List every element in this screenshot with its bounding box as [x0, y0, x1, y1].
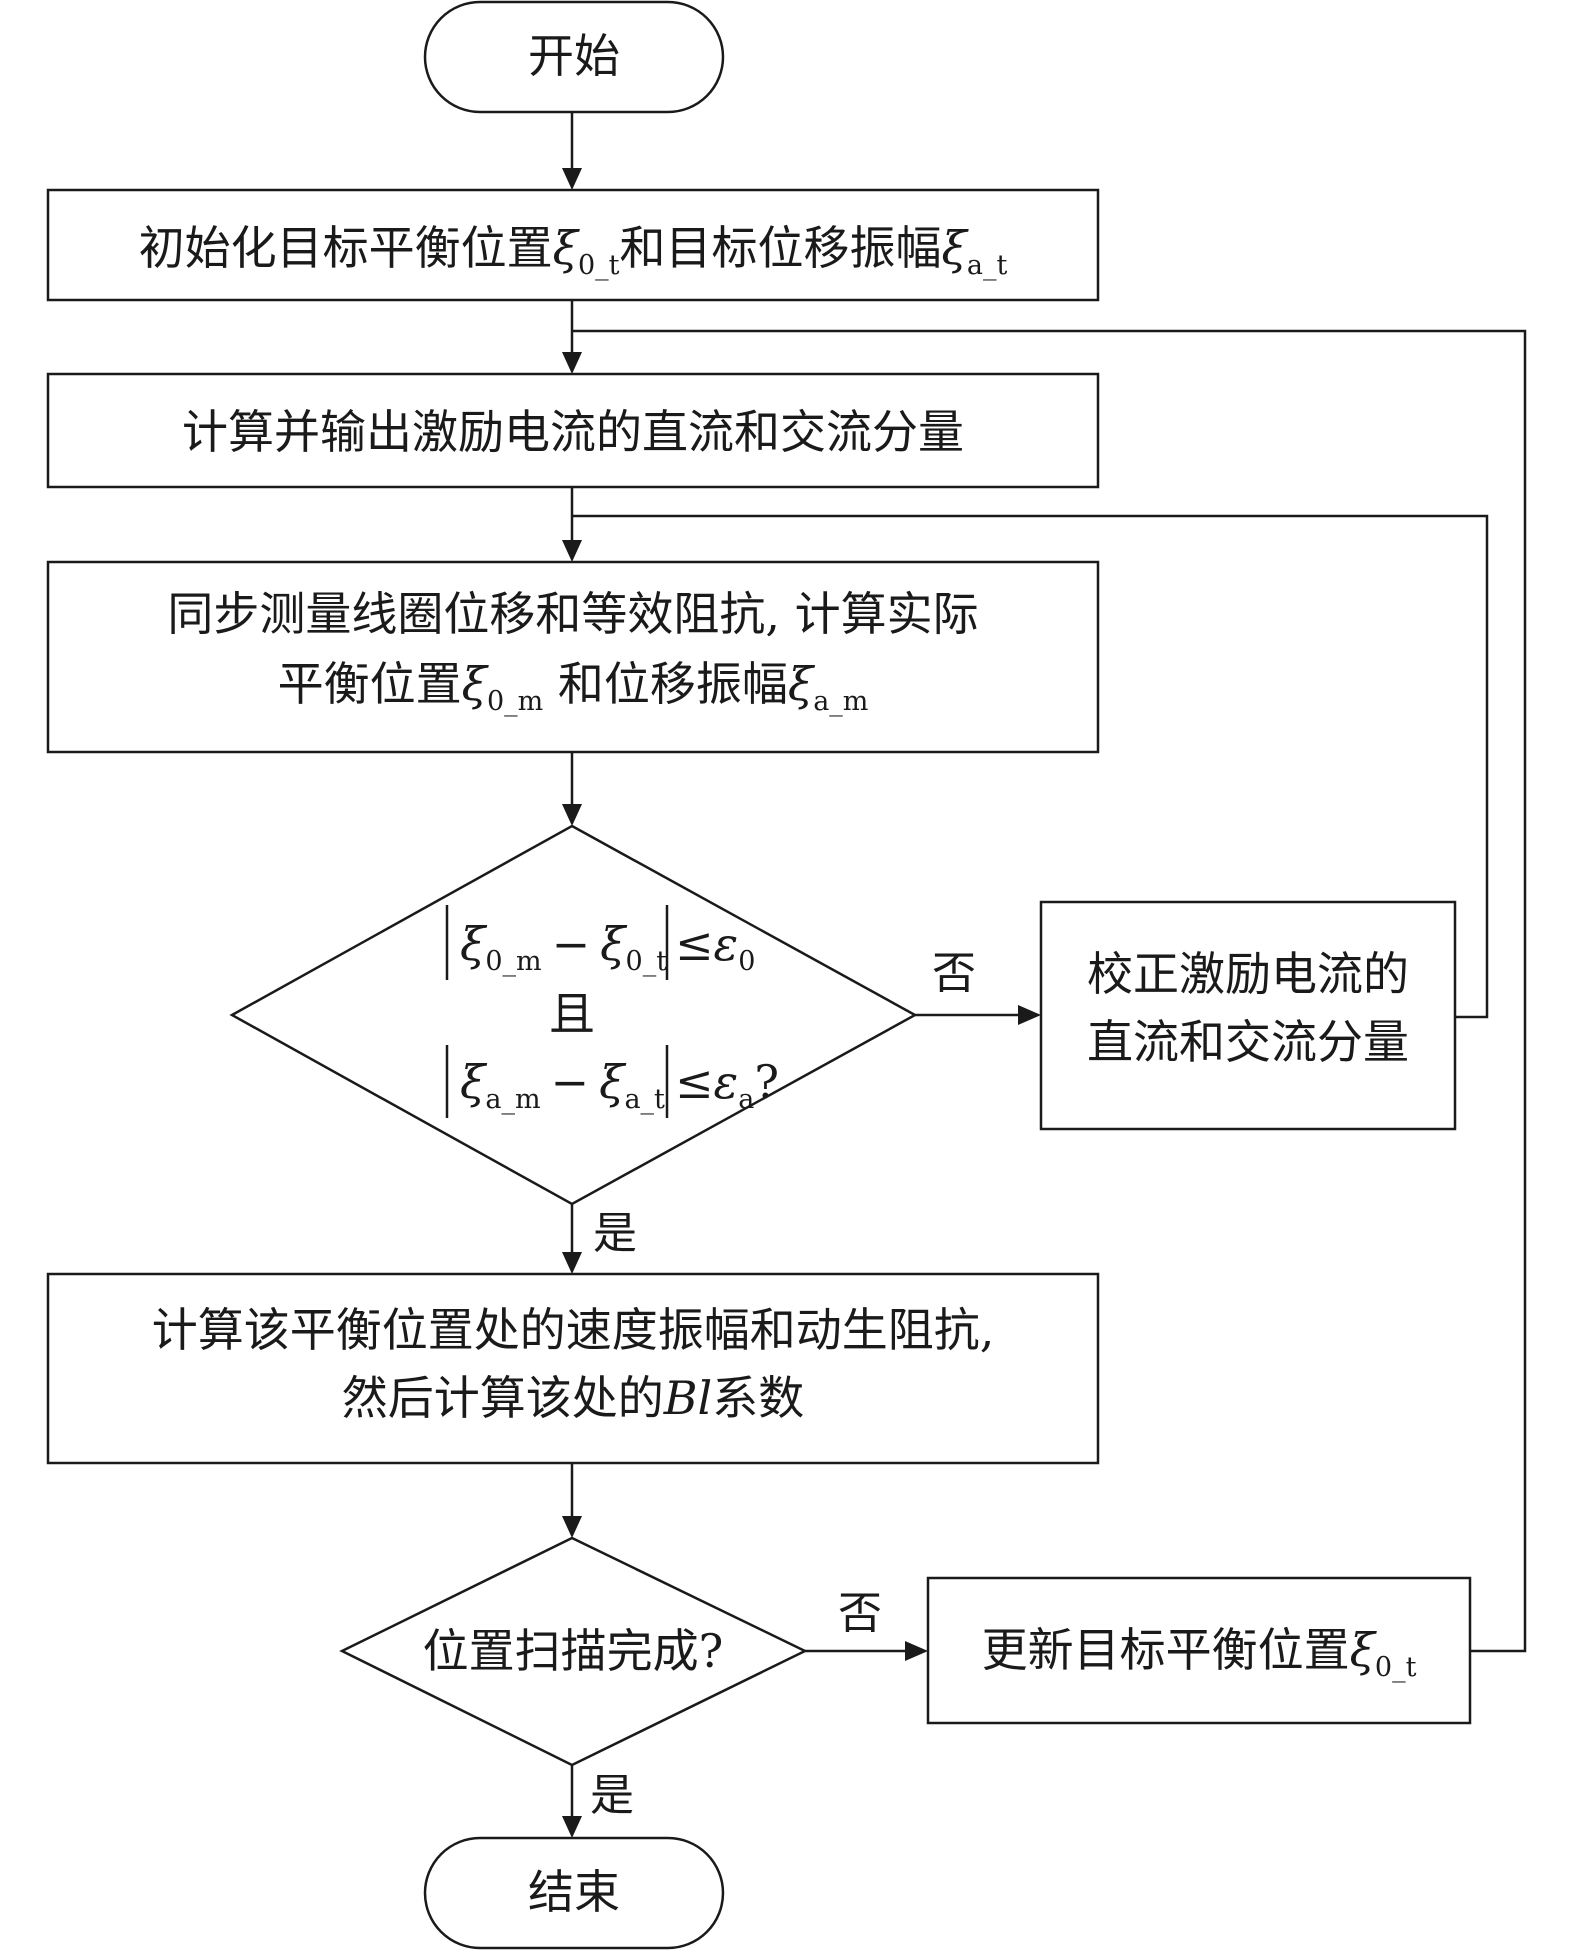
decision1-diamond: ξ0_m−ξ0_t ≤ε0 且 ξa_m−ξa_t ≤εa? [229, 824, 918, 1206]
loop-update-to-compute [572, 329, 1527, 1653]
correct-current-box: 校正激励电流的 直流和交流分量 [1039, 900, 1457, 1131]
subscript: a_m [813, 686, 868, 717]
decision2-no-label: 否 [838, 1588, 882, 1639]
arrowhead [562, 352, 582, 374]
update-text: 更新目标平衡位置ξ0_t [982, 1623, 1417, 1683]
measure-text-b: 和位移振幅 [543, 657, 788, 711]
xi-symbol: ξ [553, 221, 581, 275]
subscript: a_m [485, 1084, 540, 1115]
subscript: 0 [738, 946, 755, 977]
connectors [562, 112, 1527, 1838]
xi-symbol: ξ [462, 657, 490, 711]
init-text-a: 初始化目标平衡位置 [139, 221, 553, 275]
arrowhead [905, 1641, 928, 1661]
arrowhead [562, 804, 582, 826]
end-label: 结束 [528, 1865, 620, 1919]
decision2-text: 位置扫描完成? [423, 1624, 724, 1678]
xi-symbol: ξ [460, 917, 488, 971]
le-sign: ≤ [675, 917, 714, 971]
decision1-row2: ξa_m−ξa_t [460, 1055, 665, 1115]
init-box: 初始化目标平衡位置ξ0_t和目标位移振幅ξa_t [46, 188, 1100, 302]
compute-bl-line1: 计算该平衡位置处的速度振幅和动生阻抗, [152, 1303, 995, 1357]
decision1-row1: ξ0_m−ξ0_t [460, 917, 667, 977]
arrowhead [1018, 1005, 1041, 1025]
question-mark: ? [754, 1055, 779, 1109]
xi-symbol: ξ [599, 1055, 627, 1109]
epsilon-symbol: ε [714, 917, 739, 971]
bl-symbol: Bl [663, 1371, 713, 1425]
compute-bl-text-a: 然后计算该处的 [342, 1371, 664, 1425]
loop-correct-to-measure [572, 514, 1489, 1019]
update-target-box: 更新目标平衡位置ξ0_t [926, 1576, 1472, 1725]
update-text-a: 更新目标平衡位置 [982, 1623, 1350, 1677]
decision1-row2-right: ≤εa? [675, 1055, 779, 1115]
compute-bl-line2: 然后计算该处的Bl系数 [342, 1371, 805, 1425]
compute-current-text: 计算并输出激励电流的直流和交流分量 [182, 405, 964, 459]
end-terminal: 结束 [423, 1836, 725, 1950]
arrowhead [562, 1252, 582, 1274]
arrowhead [562, 1816, 582, 1838]
correct-line1: 校正激励电流的 [1087, 947, 1409, 1001]
subscript: 0_t [1375, 1652, 1417, 1683]
decision1-row1-right: ≤ε0 [675, 917, 755, 977]
start-label: 开始 [528, 29, 620, 83]
xi-symbol: ξ [942, 221, 970, 275]
subscript: a_t [967, 250, 1008, 281]
start-terminal: 开始 [423, 0, 725, 114]
compute-bl-text-b: 系数 [712, 1371, 804, 1425]
decision1-and: 且 [549, 987, 595, 1041]
decision1-no-label: 否 [932, 948, 976, 999]
minus-sign: − [551, 1055, 590, 1109]
decision1-yes-label: 是 [593, 1208, 637, 1259]
decision2-diamond: 位置扫描完成? [339, 1536, 808, 1767]
compute-bl-box: 计算该平衡位置处的速度振幅和动生阻抗, 然后计算该处的Bl系数 [46, 1272, 1100, 1465]
compute-current-box: 计算并输出激励电流的直流和交流分量 [46, 372, 1100, 489]
subscript: a_t [624, 1084, 665, 1115]
le-sign: ≤ [675, 1055, 714, 1109]
xi-symbol: ξ [1350, 1623, 1378, 1677]
subscript: 0_t [626, 946, 668, 977]
minus-sign: − [552, 917, 591, 971]
decision2-yes-label: 是 [590, 1770, 634, 1821]
correct-line2: 直流和交流分量 [1087, 1015, 1409, 1069]
measure-line2: 平衡位置ξ0_m 和位移振幅ξa_m [278, 657, 869, 717]
subscript: 0_m [485, 946, 541, 977]
arrowhead [562, 540, 582, 562]
arrowhead [562, 1516, 582, 1538]
init-text: 初始化目标平衡位置ξ0_t和目标位移振幅ξa_t [139, 221, 1008, 281]
subscript: 0_t [578, 250, 620, 281]
init-text-b: 和目标位移振幅 [620, 221, 942, 275]
epsilon-symbol: ε [714, 1055, 739, 1109]
xi-symbol: ξ [460, 1055, 488, 1109]
measure-line1: 同步测量线圈位移和等效阻抗, 计算实际 [167, 587, 978, 641]
measure-text-a: 平衡位置 [278, 657, 462, 711]
measure-box: 同步测量线圈位移和等效阻抗, 计算实际 平衡位置ξ0_m 和位移振幅ξa_m [46, 560, 1100, 754]
subscript: a [738, 1084, 754, 1115]
arrowhead [562, 168, 582, 190]
xi-symbol: ξ [788, 657, 816, 711]
subscript: 0_m [487, 686, 543, 717]
xi-symbol: ξ [600, 917, 628, 971]
